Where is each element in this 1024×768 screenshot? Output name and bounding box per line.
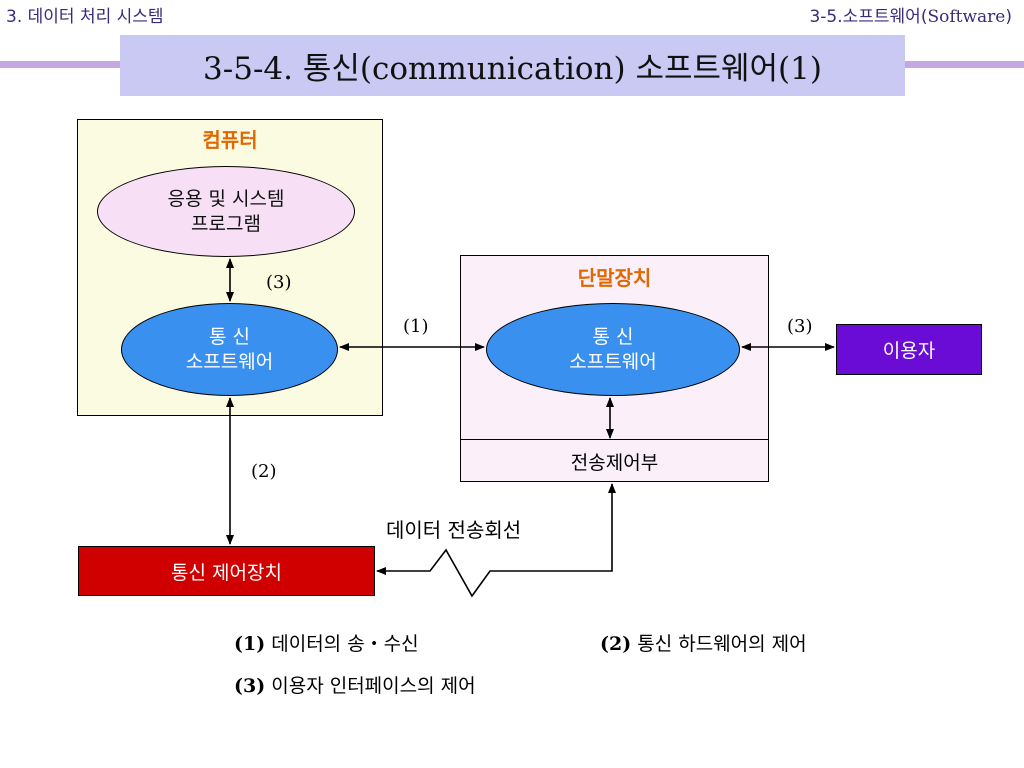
application-program-node: 응용 및 시스템 프로그램 (97, 166, 355, 257)
computer-label: 컴퓨터 (202, 128, 258, 152)
legend-item-2: (2) 통신 하드웨어의 제어 (600, 633, 807, 655)
terminal-divider (460, 439, 769, 440)
computer-comm-software-node: 통 신 소프트웨어 (121, 303, 338, 396)
link-label-terminal-user: (3) (787, 316, 813, 337)
link-label-app-comm: (3) (266, 272, 292, 293)
terminal-comm-software-node: 통 신 소프트웨어 (486, 303, 740, 396)
transfer-control-unit: 전송제어부 (570, 451, 659, 474)
data-transmission-line (376, 483, 616, 598)
section-header: 3. 데이터 처리 시스템 (6, 7, 164, 27)
legend-item-1: (1) 데이터의 송・수신 (234, 633, 419, 655)
legend-item-3: (3) 이용자 인터페이스의 제어 (234, 675, 476, 697)
terminal-label: 단말장치 (577, 266, 652, 290)
comm-control-device-box: 통신 제어장치 (78, 546, 375, 596)
slide-title: 3-5-4. 통신(communication) 소프트웨어(1) (120, 35, 905, 96)
user-box: 이용자 (836, 324, 982, 375)
subsection-header: 3-5.소프트웨어(Software) (809, 7, 1012, 27)
data-line-label: 데이터 전송회선 (386, 518, 522, 542)
link-label-comm-control: (2) (251, 461, 277, 482)
link-label-computer-terminal: (1) (403, 316, 429, 337)
